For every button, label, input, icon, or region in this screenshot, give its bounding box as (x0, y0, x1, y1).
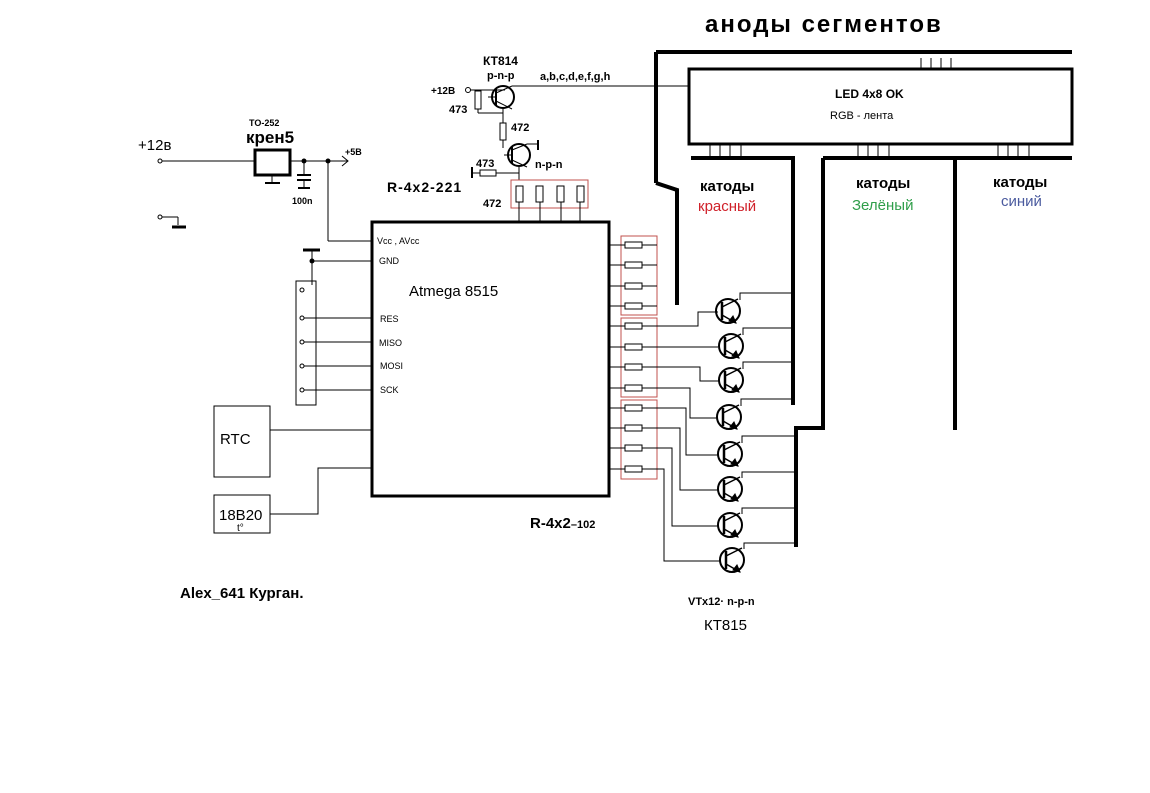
cathode-red-label: катоды (700, 178, 754, 195)
resistor (624, 343, 643, 351)
mcu-name: Atmega 8515 (409, 283, 498, 300)
npn-transistor-icon (717, 441, 743, 467)
junction-dot (301, 158, 307, 164)
plus5-label: +5В (345, 147, 362, 157)
mcu-output-resistors (609, 235, 658, 480)
kt814-label: КТ814 (483, 54, 518, 68)
kt815-label: КТ815 (704, 617, 747, 634)
mcu-chip (370, 220, 611, 498)
cathode-green-color: Зелёный (852, 197, 913, 214)
npn-type-label: n-p-n (535, 159, 563, 171)
mcu-pin-mosi: MOSI (380, 361, 403, 371)
anode-bus (654, 50, 1072, 305)
collector-wire (743, 542, 796, 549)
sensor-label: 18B20 (219, 507, 262, 524)
sensor-sublabel: t° (237, 523, 244, 534)
base-wire (657, 387, 718, 419)
mcu-pin-sck: SCK (380, 385, 399, 395)
segments-label: a,b,c,d,e,f,g,h (540, 71, 611, 83)
resistor (624, 404, 643, 412)
resistor (624, 261, 643, 269)
collector-wire (741, 435, 796, 443)
led-subtitle: RGB - лента (830, 110, 894, 122)
base-wire (657, 407, 718, 456)
base-wire (657, 366, 720, 382)
resistor (624, 322, 643, 330)
r-npn-base-label: 473 (476, 158, 494, 170)
npn-transistor-icon (716, 404, 742, 430)
resistor (624, 302, 643, 310)
anodes-title: аноды сегментов (705, 11, 943, 38)
resistor (624, 282, 643, 290)
collector-wire (742, 361, 793, 369)
junction-dot (309, 258, 315, 264)
collector-wire (741, 471, 796, 478)
collector-wire (742, 327, 793, 335)
base-wire (657, 447, 718, 527)
npn-transistor-icon (715, 298, 741, 324)
cathode-transistors (657, 292, 796, 573)
sensor-wire (270, 467, 372, 515)
collector-wire (741, 507, 796, 514)
resistor-array-top-label: R-4x2-221 (387, 179, 462, 195)
led-title: LED 4x8 OK (835, 87, 904, 101)
resistor-array-top-value: 472 (483, 198, 501, 210)
rtc-module (213, 405, 271, 478)
mcu-pin-miso: MISO (379, 338, 402, 348)
npn-transistor-icon (717, 512, 743, 538)
cathode-blue-color: синий (1001, 193, 1042, 210)
plus12-label: +12В (431, 86, 455, 97)
power-supply (157, 148, 372, 242)
resistor (624, 363, 643, 371)
collector-wire (740, 398, 793, 406)
regulator-package-label: TO-252 (249, 118, 279, 128)
resistor-array-top-body (515, 185, 585, 222)
plus12-input-label: +12в (138, 137, 171, 154)
resistor (624, 241, 643, 249)
regulator-name-label: крен5 (246, 128, 294, 147)
led-pins (709, 58, 1030, 158)
transistor-count-label: VTх12· n-p-n (688, 596, 755, 608)
led-strip-box (687, 67, 1074, 146)
resistor-array-bottom-label: R-4x2–102 (530, 515, 595, 532)
base-wire (657, 468, 720, 562)
r-base-label: 473 (449, 104, 467, 116)
resistor (624, 465, 643, 473)
mcu-pin-res: RES (380, 314, 399, 324)
mcu-pin-gnd: GND (379, 256, 400, 266)
pnp-type-label: p-n-p (487, 70, 515, 82)
base-wire (657, 311, 718, 327)
base-wire (657, 427, 718, 491)
npn-transistor-icon (719, 547, 745, 573)
rtc-label: RTC (220, 431, 251, 448)
cathode-green-label: катоды (856, 175, 910, 192)
capacitor-value-label: 100n (292, 196, 313, 206)
r-mid-label: 472 (511, 122, 529, 134)
resistor (624, 384, 643, 392)
cathode-blue-label: катоды (993, 174, 1047, 191)
resistor (624, 424, 643, 432)
author-label: Alex_641 Курган. (180, 585, 304, 602)
npn-transistor-icon (718, 367, 744, 393)
junction-dot (325, 158, 331, 164)
resistor (624, 444, 643, 452)
collector-wire (739, 292, 793, 300)
anode-driver (465, 85, 660, 181)
npn-transistor-icon (717, 476, 743, 502)
cathode-buses (691, 156, 1072, 547)
cathode-red-color: красный (698, 198, 756, 215)
resistor-array-top (510, 179, 589, 209)
npn-transistor-icon (718, 333, 744, 359)
mcu-pin-vcc: Vcc , AVcc (377, 236, 420, 246)
resistor-array-bottom-suffix: –102 (571, 519, 595, 531)
isp-connector (295, 248, 372, 406)
resistor-array-bottom-main: R-4x2 (530, 515, 571, 532)
